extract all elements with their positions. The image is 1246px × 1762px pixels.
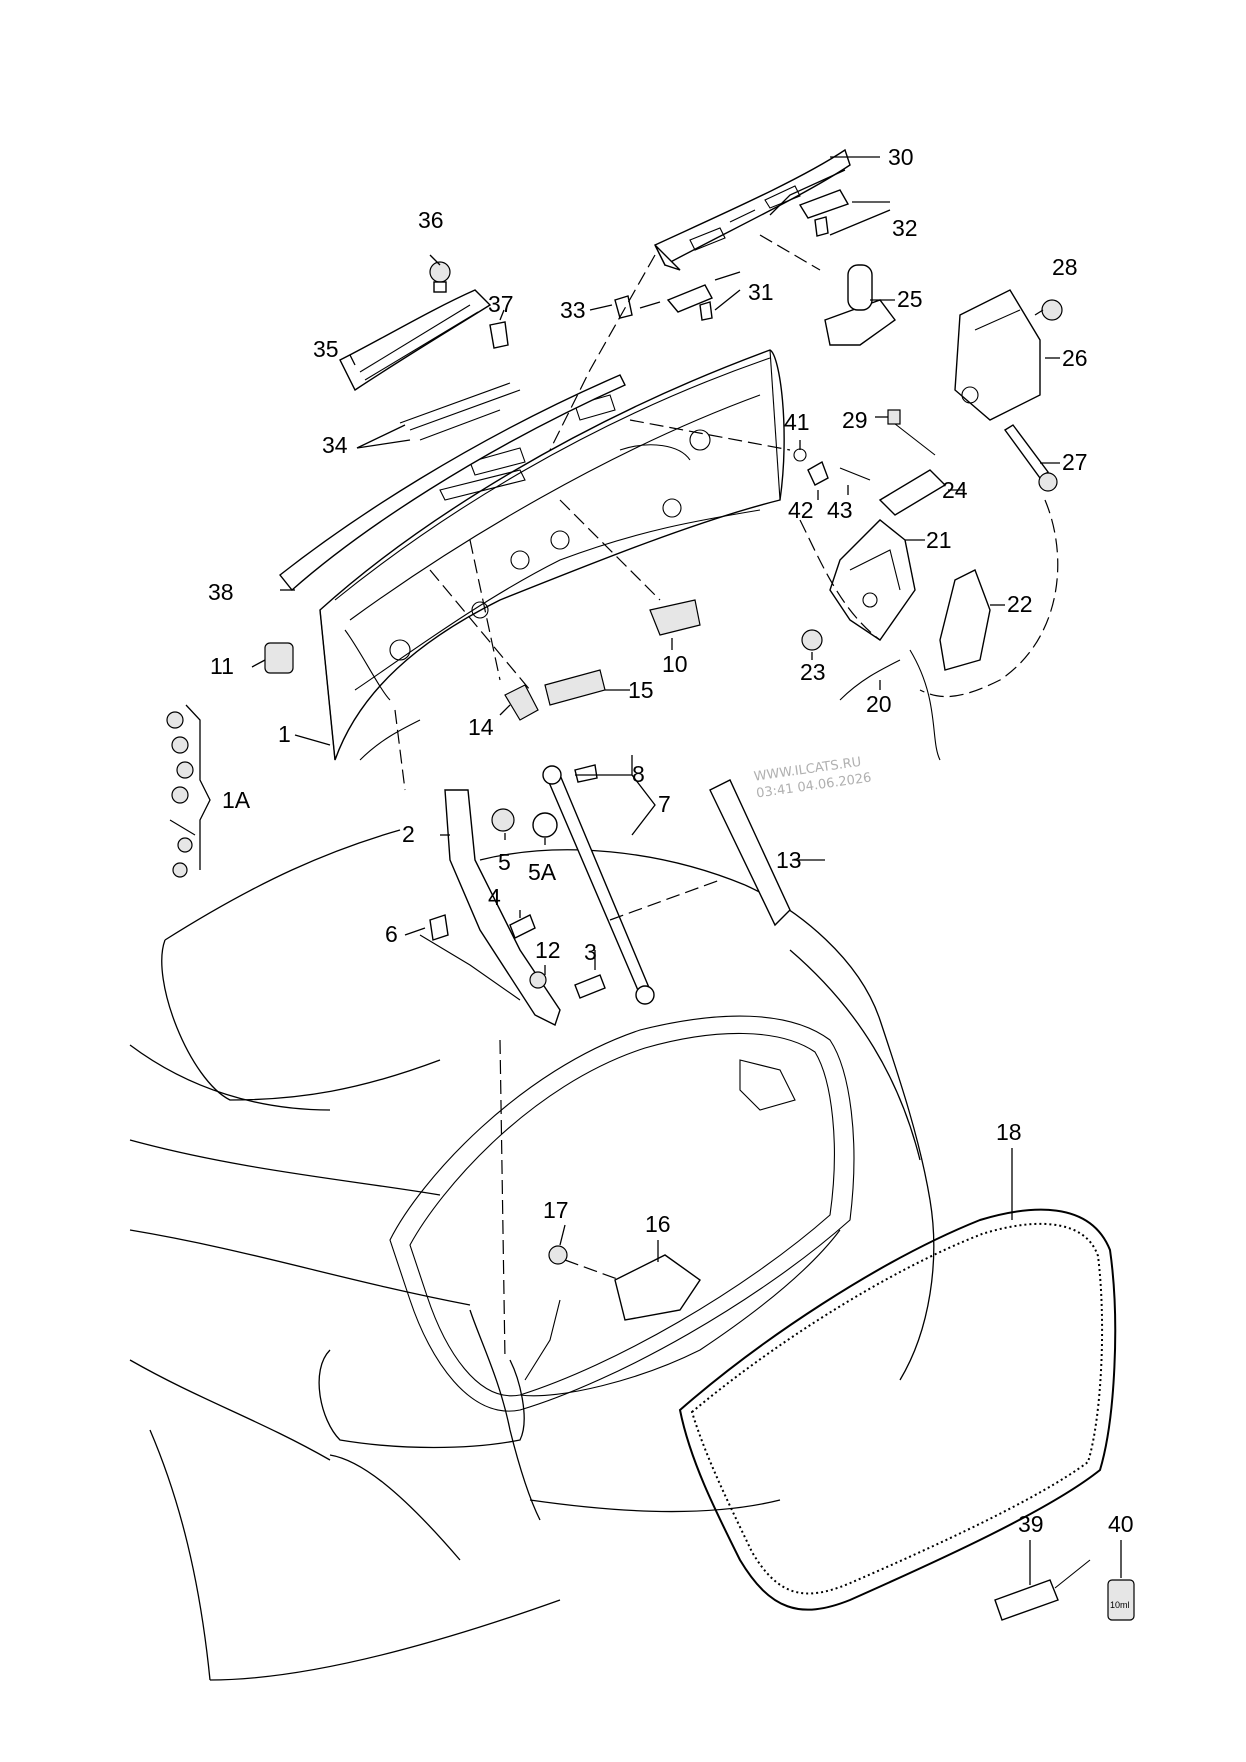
label-43: 43 [827, 497, 853, 523]
label-39: 39 [1018, 1511, 1044, 1537]
label-15: 15 [628, 677, 654, 703]
label-21: 21 [926, 527, 952, 553]
label-40: 40 [1108, 1511, 1134, 1537]
label-6: 6 [385, 921, 398, 947]
label-8: 8 [632, 761, 645, 787]
label-20: 20 [866, 691, 892, 717]
trunk-lid [319, 349, 785, 761]
label-17: 17 [543, 1197, 569, 1223]
car-body-outline [129, 829, 935, 1681]
label-11: 11 [210, 653, 234, 679]
leader-lines [185, 156, 1122, 1585]
part-30-trim-panel [654, 148, 851, 271]
label-12: 12 [535, 937, 561, 963]
label-3: 3 [584, 939, 597, 965]
label-36: 36 [418, 207, 444, 233]
label-32: 32 [892, 215, 918, 241]
label-42: 42 [788, 497, 814, 523]
assembly-dashed-lines [394, 234, 1059, 1361]
label-24: 24 [942, 477, 968, 503]
label-22: 22 [1007, 591, 1033, 617]
label-29: 29 [842, 407, 868, 433]
label-34: 34 [322, 432, 348, 458]
label-2: 2 [402, 821, 415, 847]
label-35: 35 [313, 336, 339, 362]
label-14: 14 [468, 714, 494, 740]
label-1A: 1A [222, 787, 251, 813]
label-16: 16 [645, 1211, 671, 1237]
label-30: 30 [888, 144, 914, 170]
trunk-opening [389, 1015, 855, 1412]
part-34-strips [399, 382, 521, 441]
bottle-label: 10ml [1110, 1600, 1130, 1610]
label-41: 41 [784, 409, 810, 435]
part-38-strip [279, 374, 626, 592]
label-28: 28 [1052, 254, 1078, 280]
label-7: 7 [658, 791, 671, 817]
label-27: 27 [1062, 449, 1088, 475]
watermark: WWW.ILCATS.RU 03:41 04.06.2026 [753, 755, 872, 802]
part-labels: 30 32 36 28 37 33 31 25 35 26 41 29 34 2… [208, 144, 1134, 1537]
label-23: 23 [800, 659, 826, 685]
label-18: 18 [996, 1119, 1022, 1145]
label-26: 26 [1062, 345, 1088, 371]
part-18-seal [678, 1208, 1117, 1611]
label-33: 33 [560, 297, 586, 323]
label-10: 10 [662, 651, 688, 677]
label-5A: 5A [528, 859, 557, 885]
label-25: 25 [897, 286, 923, 312]
label-1: 1 [278, 721, 291, 747]
label-37: 37 [488, 291, 514, 317]
part-39-40: 10ml [994, 1559, 1135, 1621]
part-35-grille [339, 289, 492, 392]
label-38: 38 [208, 579, 234, 605]
label-13: 13 [776, 847, 802, 873]
label-31: 31 [748, 279, 774, 305]
label-5: 5 [498, 849, 511, 875]
small-fasteners [166, 189, 1063, 1321]
label-4: 4 [488, 884, 501, 910]
